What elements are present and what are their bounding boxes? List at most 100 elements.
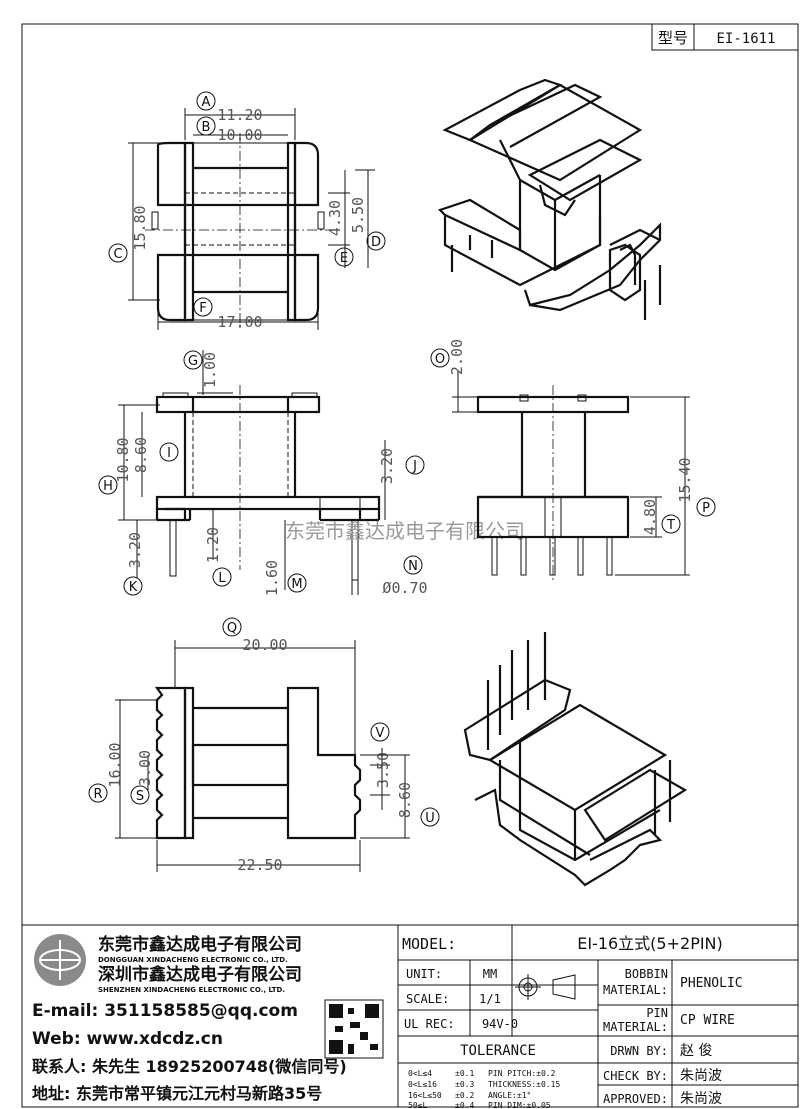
front-view: 2.00 O 15.40 P 4.80 T bbox=[430, 339, 716, 580]
model-value: EI-16立式(5+2PIN) bbox=[577, 934, 723, 953]
model-label: MODEL: bbox=[402, 935, 456, 953]
tol-value-1: ±0.1 bbox=[455, 1069, 474, 1078]
dim-M: 1.60 bbox=[263, 560, 281, 596]
tol-value-2: ±0.3 bbox=[455, 1080, 474, 1089]
isometric-view-bottom bbox=[463, 632, 688, 887]
company-logo bbox=[34, 934, 86, 986]
label-F: F bbox=[199, 301, 206, 316]
label-R: R bbox=[93, 787, 102, 802]
ulrec-value: 94V-0 bbox=[482, 1017, 518, 1031]
label-V: V bbox=[376, 726, 385, 741]
label-M: M bbox=[291, 577, 302, 592]
bobbin-label-2: MATERIAL: bbox=[603, 983, 668, 997]
company-email: E-mail: 351158585@qq.com bbox=[32, 1001, 298, 1021]
dim-R: 16.00 bbox=[106, 742, 124, 787]
company-contact: 联系人: 朱先生 18925200748(微信同号) bbox=[32, 1057, 347, 1076]
dim-B: 10.00 bbox=[217, 126, 262, 144]
company-name-shenzhen: 深圳市鑫达成电子有限公司 bbox=[98, 964, 302, 985]
label-A: A bbox=[202, 95, 211, 110]
unit-value: MM bbox=[483, 967, 497, 981]
unit-label: UNIT: bbox=[406, 967, 442, 981]
company-name-dongguan: 东莞市鑫达成电子有限公司 bbox=[98, 934, 302, 955]
tol-value-3: ±0.2 bbox=[455, 1091, 474, 1100]
type-box: 型号 EI-1611 bbox=[651, 23, 799, 51]
scale-value: 1/1 bbox=[479, 992, 501, 1006]
label-G: G bbox=[188, 354, 198, 369]
qr-code bbox=[324, 999, 384, 1059]
dim-U: 8.60 bbox=[396, 782, 414, 818]
dim-G: 1.00 bbox=[201, 352, 219, 388]
label-U: U bbox=[425, 811, 435, 826]
dim-J: 3.20 bbox=[378, 448, 396, 484]
dim-W: 22.50 bbox=[237, 856, 282, 874]
check-by-value: 朱尚波 bbox=[680, 1068, 722, 1084]
dim-Q: 20.00 bbox=[242, 636, 287, 654]
label-J: J bbox=[412, 459, 417, 474]
label-S: S bbox=[136, 789, 144, 804]
dim-L: 1.20 bbox=[204, 527, 222, 563]
tol-range-4: 50≤L bbox=[408, 1101, 427, 1109]
tol-range-3: 16<L≤50 bbox=[408, 1091, 442, 1100]
tolerance-label: TOLERANCE bbox=[460, 1043, 536, 1059]
tol-value-4: ±0.4 bbox=[455, 1101, 474, 1109]
scale-label: SCALE: bbox=[406, 992, 449, 1006]
dim-P: 15.40 bbox=[676, 457, 694, 502]
label-N: N bbox=[408, 559, 418, 574]
label-Q: Q bbox=[227, 621, 237, 636]
pin-material-label-1: PIN bbox=[646, 1006, 668, 1020]
label-T: T bbox=[666, 518, 675, 533]
dim-F: 17.00 bbox=[217, 313, 262, 331]
company-web: Web: www.xdcdz.cn bbox=[32, 1029, 223, 1049]
ulrec-label: UL REC: bbox=[404, 1017, 455, 1031]
watermark: 东莞市鑫达成电子有限公司 bbox=[285, 519, 525, 543]
title-block: 东莞市鑫达成电子有限公司 DONGGUAN XINDACHENG ELECTRO… bbox=[22, 924, 798, 1109]
dim-K: 3.20 bbox=[126, 532, 144, 568]
isometric-view-top bbox=[437, 78, 662, 320]
sheet-border bbox=[21, 23, 799, 1108]
tol-range-2: 0<L≤16 bbox=[408, 1080, 437, 1089]
tol-angle: ANGLE:±1° bbox=[488, 1091, 531, 1100]
bottom-view: 20.00 Q 16.00 R 3.00 S 3.50 V 8.60 U 22.… bbox=[88, 617, 440, 874]
dim-I: 8.60 bbox=[132, 437, 150, 473]
dim-T: 4.80 bbox=[641, 499, 659, 535]
label-P: P bbox=[702, 501, 710, 516]
company-en-shenzhen: SHENZHEN XINDACHENG ELECTRONIC CO., LTD. bbox=[98, 986, 285, 994]
bobbin-label-1: BOBBIN bbox=[625, 967, 668, 981]
dim-C: 15.80 bbox=[131, 205, 149, 250]
dim-E: 4.30 bbox=[326, 200, 344, 236]
type-value: EI-1611 bbox=[716, 31, 775, 47]
drawn-by-label: DRWN BY: bbox=[610, 1044, 668, 1058]
check-by-label: CHECK BY: bbox=[603, 1069, 668, 1083]
dim-H: 10.80 bbox=[114, 437, 132, 482]
dim-V: 3.50 bbox=[374, 752, 392, 788]
dim-O: 2.00 bbox=[448, 339, 466, 375]
top-view: 11.20 A 10.00 B 15.80 C 4.30 5.50 E D 17… bbox=[108, 91, 386, 331]
pin-material-value: CP WIRE bbox=[680, 1013, 735, 1028]
company-en-dongguan: DONGGUAN XINDACHENG ELECTRONIC CO., LTD. bbox=[98, 956, 288, 964]
bobbin-value: PHENOLIC bbox=[680, 976, 743, 991]
label-O: O bbox=[435, 352, 445, 367]
label-L: L bbox=[218, 571, 226, 586]
pin-material-label-2: MATERIAL: bbox=[603, 1020, 668, 1034]
dim-D: 5.50 bbox=[349, 197, 367, 233]
label-E: E bbox=[340, 251, 348, 266]
dim-S: 3.00 bbox=[136, 750, 154, 786]
label-I: I bbox=[167, 446, 171, 461]
tol-thickness: THICKNESS:±0.15 bbox=[488, 1080, 560, 1089]
dim-N: Ø0.70 bbox=[382, 579, 427, 597]
label-B: B bbox=[202, 120, 211, 135]
approved-label: APPROVED: bbox=[603, 1092, 668, 1106]
drawn-by-value: 赵 俊 bbox=[680, 1043, 712, 1059]
tol-pin-dim: PIN DIM:±0.05 bbox=[488, 1101, 551, 1109]
projection-symbol-icon bbox=[515, 974, 576, 1000]
label-K: K bbox=[129, 580, 138, 595]
side-view: 1.00 G 10.80 H 8.60 I 3.20 J 3.20 K 1.20… bbox=[98, 350, 428, 597]
approved-value: 朱尚波 bbox=[680, 1091, 722, 1107]
tol-pin-pitch: PIN PITCH:±0.2 bbox=[488, 1069, 556, 1078]
type-label: 型号 bbox=[658, 29, 688, 47]
tol-range-1: 0<L≤4 bbox=[408, 1069, 432, 1078]
label-C: C bbox=[113, 247, 122, 262]
dim-A: 11.20 bbox=[217, 106, 262, 124]
label-D: D bbox=[371, 235, 381, 250]
